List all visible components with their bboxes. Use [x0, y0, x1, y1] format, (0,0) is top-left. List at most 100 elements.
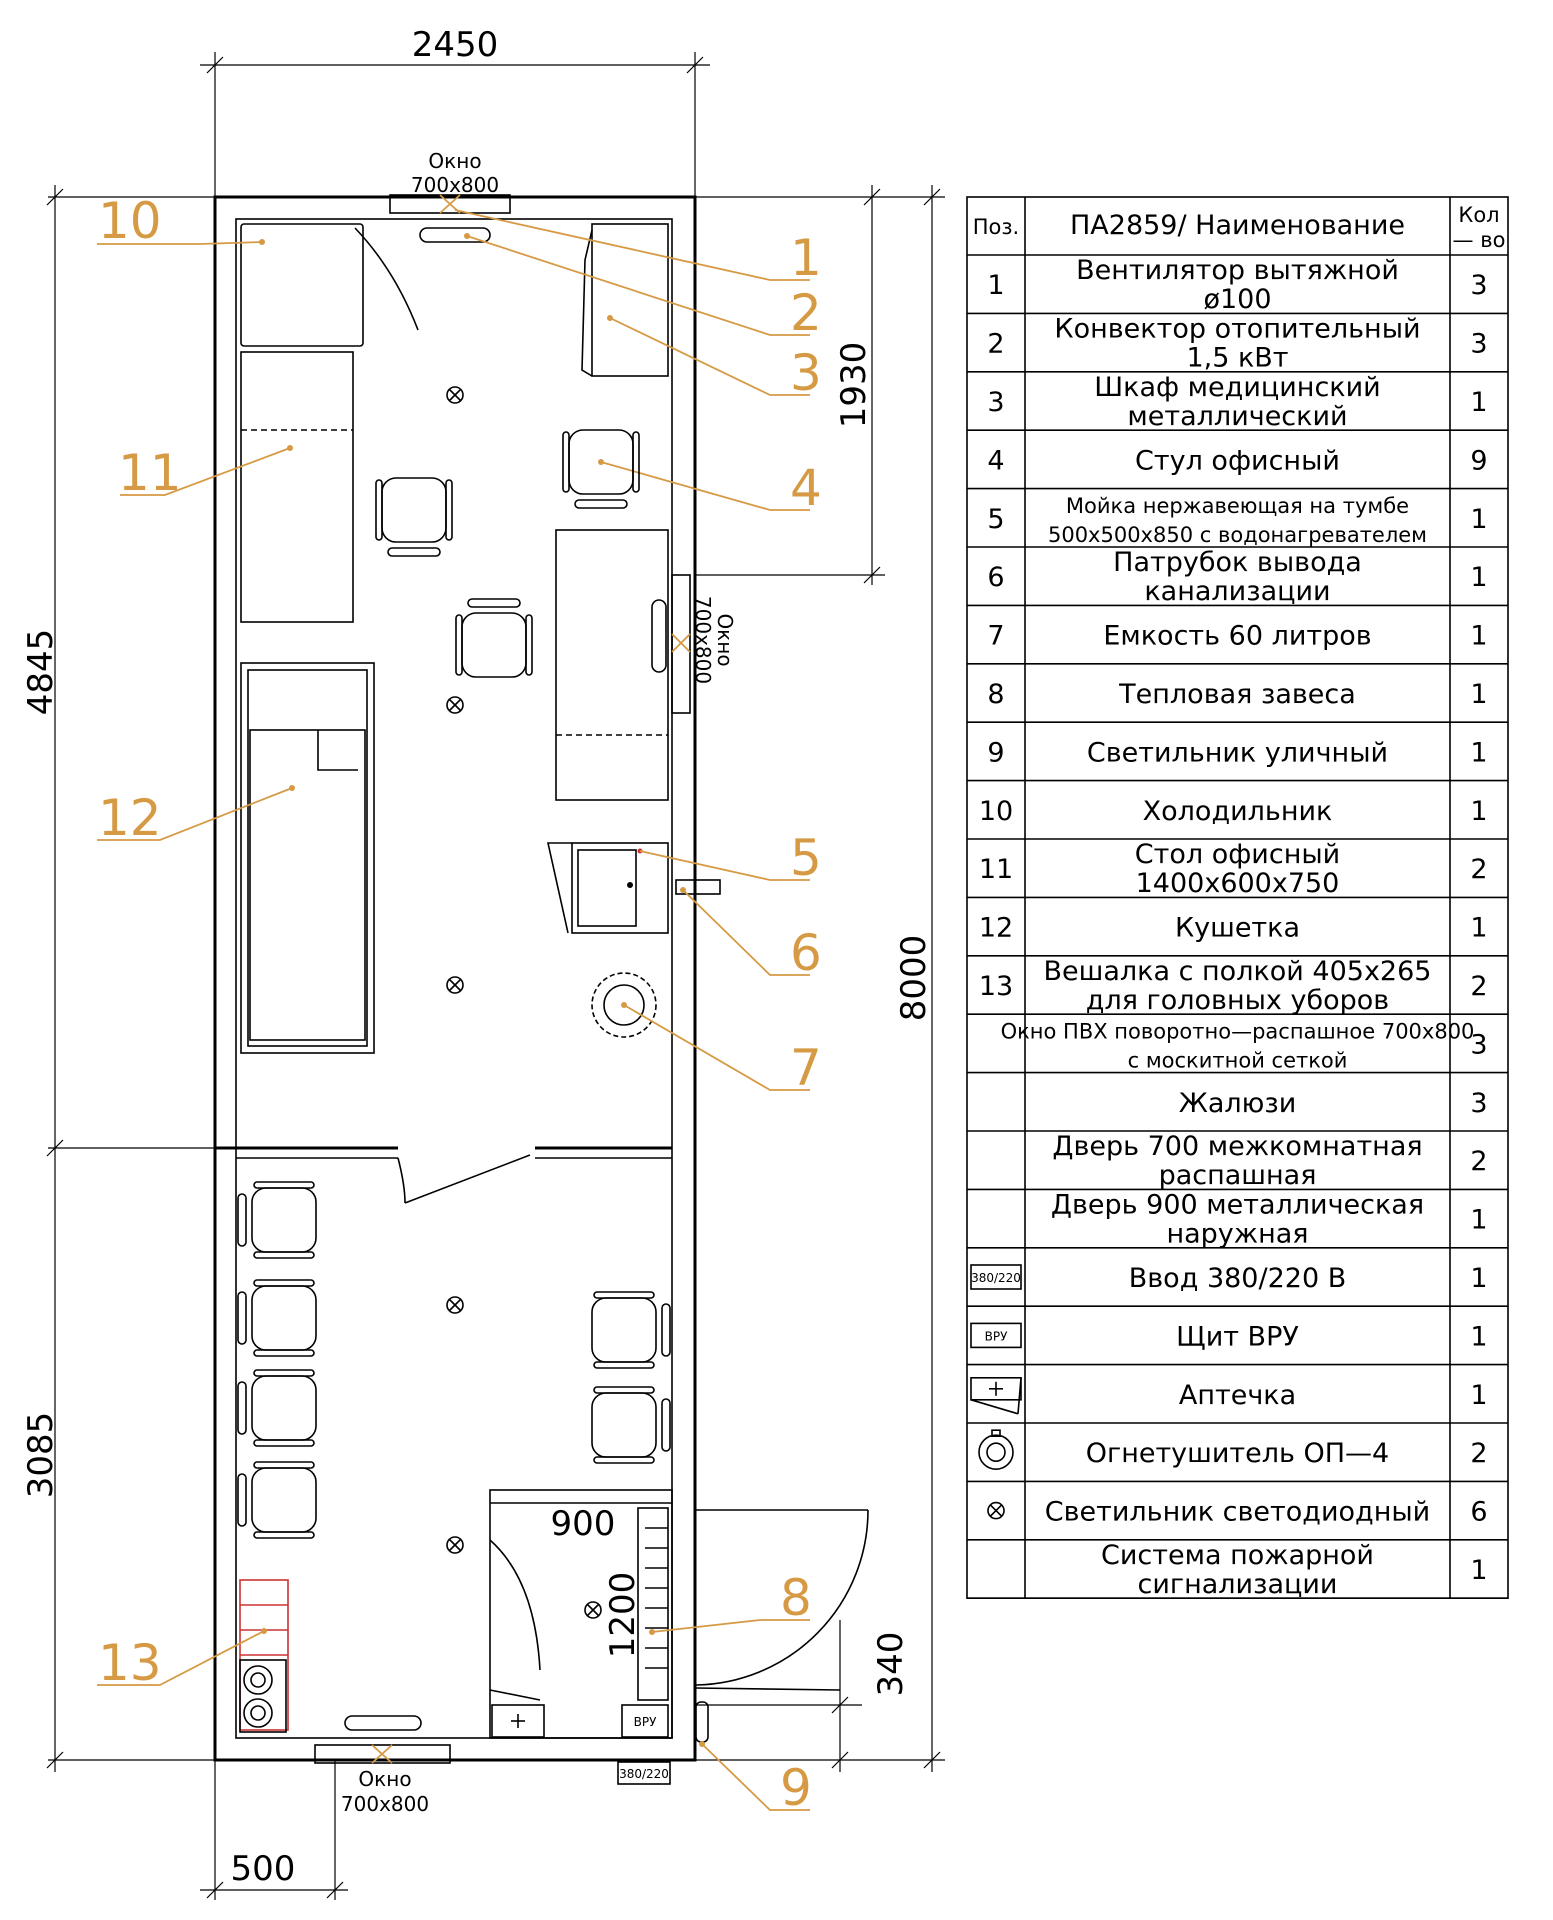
couch: [240, 662, 375, 1054]
table-cell-name: 1,5 кВт: [1186, 343, 1288, 374]
ceiling-lamps: [446, 386, 602, 1619]
fridge: [240, 223, 419, 347]
callout-6: 6: [790, 924, 822, 982]
table-cell-name: распашная: [1159, 1160, 1317, 1191]
table-cell-name: Стул офисный: [1135, 445, 1340, 476]
front-door-swing: [694, 1509, 869, 1691]
lamp-icon: [446, 1536, 464, 1554]
table-cell-qty: 6: [1470, 1497, 1487, 1528]
dim-height-lower: 3085: [21, 1412, 61, 1499]
callout-13: 13: [98, 1634, 162, 1692]
table-cell-qty: 1: [1470, 1205, 1487, 1236]
table-cell-qty: 1: [1470, 679, 1487, 710]
table-cell-pos: 8: [987, 679, 1004, 710]
symbol-label: 380/220: [971, 1271, 1021, 1285]
window-right: Окно 700х800: [671, 574, 737, 714]
chair: [591, 1386, 671, 1464]
table-cell-pos: 7: [987, 621, 1004, 652]
table-cell-name: 500х500х850 с водонагревателем: [1048, 523, 1427, 547]
table-cell-qty: 1: [1470, 562, 1487, 593]
table-cell-qty: 1: [1470, 913, 1487, 944]
callout-9: 9: [780, 1759, 812, 1817]
table-cell-name: Кушетка: [1175, 913, 1300, 944]
lamp-icon: [584, 1601, 602, 1619]
table-cell-name: Холодильник: [1143, 796, 1333, 827]
table-header-qty: — во: [1453, 228, 1506, 252]
lamp-icon: [446, 696, 464, 714]
table-cell-name: Аптечка: [1179, 1380, 1296, 1411]
table-cell-qty: 1: [1470, 1380, 1487, 1411]
convector-bottom: [344, 1715, 422, 1731]
table-cell-pos: 5: [987, 504, 1004, 535]
chair: [237, 1181, 317, 1259]
table-cell-name: Огнетушитель ОП—4: [1086, 1438, 1390, 1469]
sink: [547, 842, 721, 934]
callout-4: 4: [790, 459, 822, 517]
table-cell-pos: 12: [979, 913, 1013, 944]
table-cell-qty: 3: [1470, 1029, 1487, 1060]
street-lamp: [695, 1701, 709, 1747]
window-right-label: Окно: [713, 613, 737, 666]
callout-8: 8: [780, 1569, 812, 1627]
table-cell-name: Окно ПВХ поворотно—распашное 700х800: [1001, 1019, 1475, 1043]
dim-width-total: 2450: [412, 25, 499, 65]
desk-right: [555, 529, 669, 801]
chair: [455, 598, 533, 678]
lamp-icon: [446, 1296, 464, 1314]
table-cell-pos: 9: [987, 737, 1004, 768]
lamp-icon: [446, 976, 464, 994]
table-cell-name: Щит ВРУ: [1176, 1321, 1299, 1352]
symbol-label: ВРУ: [985, 1329, 1008, 1343]
chair: [375, 477, 453, 557]
medical-cabinet: [581, 223, 669, 377]
table-cell-qty: 1: [1470, 796, 1487, 827]
table-cell-pos: 10: [979, 796, 1013, 827]
table-cell-name: Система пожарной: [1101, 1540, 1374, 1571]
table-cell-qty: 9: [1470, 445, 1487, 476]
window-bottom-size: 700х800: [341, 1792, 429, 1816]
callout-2: 2: [790, 284, 822, 342]
table-cell-name: Светильник уличный: [1087, 737, 1388, 768]
callout-12: 12: [98, 789, 162, 847]
table-cell-qty: 2: [1470, 854, 1487, 885]
table-cell-name: Конвектор отопительный: [1054, 314, 1420, 345]
vru-panel-label: ВРУ: [634, 1715, 657, 1729]
desk-left: [240, 351, 354, 623]
window-top-size: 700х800: [411, 173, 499, 197]
table-cell-qty: 1: [1470, 1263, 1487, 1294]
table-cell-qty: 1: [1470, 1321, 1487, 1352]
table-cell-name: с москитной сеткой: [1128, 1048, 1348, 1072]
table-cell-qty: 1: [1470, 387, 1487, 418]
extinguisher-pair: [239, 1659, 287, 1733]
chair: [237, 1369, 317, 1447]
table-cell-pos: 11: [979, 854, 1013, 885]
callout-1: 1: [790, 229, 822, 287]
table-cell-qty: 3: [1470, 1088, 1487, 1119]
table-header-pos: Поз.: [973, 215, 1019, 239]
window-bottom: Окно 700х800: [314, 1744, 451, 1816]
dim-bottom-offset: 500: [231, 1849, 296, 1889]
table-cell-qty: 3: [1470, 270, 1487, 301]
extinguisher-icon: [978, 1429, 1014, 1470]
convector-right: [651, 599, 667, 673]
table-cell-name: канализации: [1144, 576, 1330, 607]
table-cell-name: Дверь 700 межкомнатная: [1052, 1131, 1422, 1162]
callout-3: 3: [790, 344, 822, 402]
table-cell-name: Патрубок вывода: [1113, 547, 1362, 578]
window-right-size: 700х800: [691, 596, 715, 684]
window-top-label: Окно: [428, 149, 481, 173]
power-input: 380/220: [617, 1761, 671, 1785]
table-cell-name: Ввод 380/220 В: [1129, 1263, 1346, 1294]
table-cell-name: Стол офисный: [1135, 839, 1340, 870]
chair: [562, 429, 640, 509]
lamp-icon: [446, 386, 464, 404]
table-cell-name: Вентилятор вытяжной: [1076, 255, 1399, 286]
dim-height-total: 8000: [894, 935, 934, 1022]
table-cell-pos: 4: [987, 445, 1004, 476]
vestibule: 900 1200: [489, 1489, 673, 1739]
table-cell-qty: 1: [1470, 504, 1487, 535]
table-cell-name: сигнализации: [1138, 1569, 1338, 1600]
tank: [591, 972, 657, 1038]
